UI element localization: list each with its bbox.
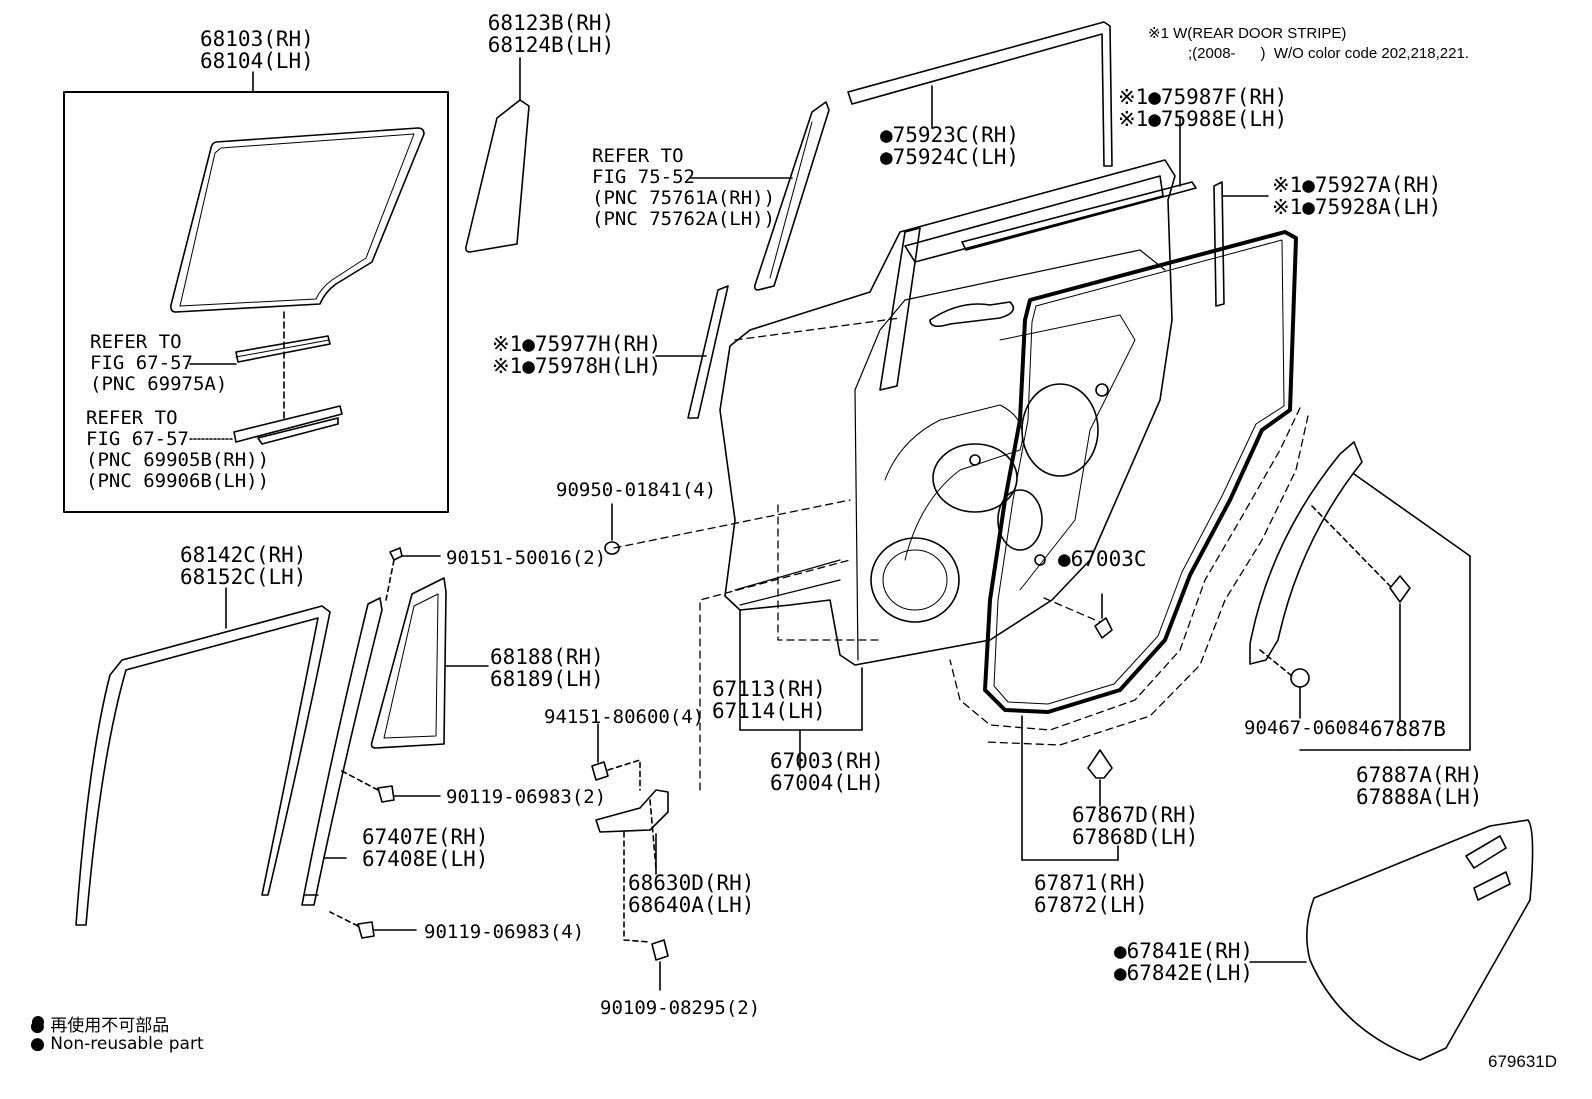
- door-weatherstrip: [983, 230, 1298, 714]
- quarter-glass: [465, 99, 530, 253]
- wheel-liner: [1249, 441, 1363, 665]
- division-channel: [301, 597, 383, 906]
- clip-67867: [1087, 749, 1113, 779]
- rear-strip: [1213, 181, 1225, 307]
- legend-bullet-jp: [32, 1016, 44, 1028]
- screw-90119-b: [357, 921, 375, 939]
- door-check: [595, 789, 669, 833]
- label-90119-b: 90119-06983(4): [424, 921, 585, 943]
- label-67887a: 67887A(RH) 67888A(LH): [1356, 763, 1483, 809]
- label-94151: 94151-80600(4): [544, 706, 705, 728]
- door-trim-panel: [1306, 819, 1534, 1061]
- top-moulding: [847, 21, 1113, 167]
- bolt-67003c: [1094, 617, 1113, 639]
- rear-quarter-glass: [370, 577, 447, 749]
- label-90151: 90151-50016(2): [446, 547, 607, 569]
- screw-90119-a: [377, 785, 395, 803]
- label-75977h: ※1●75977H(RH) ※1●75978H(LH): [492, 332, 662, 378]
- label-75987f: ※1●75987F(RH) ※1●75988E(LH): [1118, 85, 1288, 131]
- label-75923c: ●75923C(RH) ●75924C(LH): [880, 123, 1020, 169]
- run-channel: [75, 605, 331, 926]
- label-67871: 67871(RH) 67872(LH): [1034, 871, 1148, 917]
- label-68142c: 68142C(RH) 68152C(LH): [180, 543, 307, 589]
- label-90119-a: 90119-06983(2): [446, 786, 607, 808]
- glass-channel-1: [235, 335, 331, 363]
- label-67887b: 67887B: [1370, 717, 1446, 741]
- figure-number: 679631D: [1488, 1052, 1558, 1071]
- pillar-garnish: [754, 101, 830, 291]
- door-shell: [719, 159, 1176, 666]
- glass-channel-2: [233, 405, 343, 443]
- label-90109: 90109-08295(2): [600, 997, 761, 1019]
- label-68630d: 68630D(RH) 68640A(LH): [628, 871, 755, 917]
- label-90467: 90467-06084: [1244, 717, 1370, 739]
- glass-inset-box: [63, 91, 449, 513]
- legend-jp: ● 再使用不可部品: [30, 1016, 170, 1036]
- label-68123b: 68123B(RH) 68124B(LH): [487, 11, 615, 57]
- stripe-note-line1: ※1 W(REAR DOOR STRIPE): [1148, 25, 1347, 42]
- door-glass: [170, 127, 425, 313]
- label-67003: 67003(RH) 67004(LH): [770, 749, 884, 795]
- label-75927a: ※1●75927A(RH) ※1●75928A(LH): [1272, 173, 1442, 219]
- clip-90467: [1290, 668, 1310, 688]
- label-67407e: 67407E(RH) 67408E(LH): [362, 825, 489, 871]
- front-strip: [687, 285, 729, 419]
- label-67867d: 67867D(RH) 67868D(LH): [1072, 803, 1199, 849]
- label-refer-67-57-a: REFER TO FIG 67-57 (PNC 69975A): [90, 331, 228, 395]
- belt-moulding: [961, 181, 1197, 251]
- nut-94151: [591, 761, 609, 781]
- label-67841e: ●67841E(RH) ●67842E(LH): [1114, 939, 1254, 985]
- label-67113: 67113(RH) 67114(LH): [712, 677, 826, 723]
- plug: [604, 541, 620, 555]
- bolt-90109: [651, 939, 669, 961]
- label-68188: 68188(RH) 68189(LH): [490, 645, 604, 691]
- legend-bullet-en: [32, 1039, 44, 1051]
- stripe-note-line2: ;(2008- ) W/O color code 202,218,221.: [1188, 45, 1469, 62]
- label-68103: 68103(RH) 68104(LH): [200, 27, 314, 73]
- screw-90151: [389, 547, 403, 561]
- label-67003c: ●67003C: [1058, 547, 1147, 571]
- label-refer-75-52: REFER TO FIG 75-52 (PNC 75761A(RH)) (PNC…: [592, 145, 776, 230]
- clip-67887b: [1389, 575, 1411, 603]
- label-refer-67-57-b: REFER TO FIG 67-57 (PNC 69905B(RH)) (PNC…: [86, 407, 270, 492]
- legend-en: ● Non-reusable part: [30, 1034, 204, 1054]
- label-90950: 90950-01841(4): [556, 479, 717, 501]
